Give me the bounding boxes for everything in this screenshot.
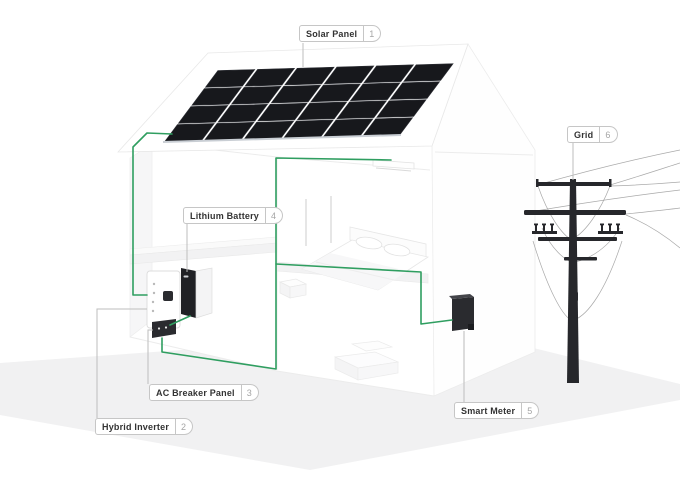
wire-solar-to-inverter xyxy=(132,132,173,296)
solar-cell xyxy=(363,64,415,84)
solar-cell xyxy=(177,105,229,124)
wire-battery-to-breaker xyxy=(169,315,191,326)
solar-cell xyxy=(376,99,427,118)
solar-cell xyxy=(257,102,308,122)
label-lithium-battery-num: 4 xyxy=(271,210,277,221)
label-smart-meter-text: Smart Meter xyxy=(455,403,523,418)
label-lithium-battery: Lithium Battery 4 xyxy=(183,207,284,224)
label-grid-num: 6 xyxy=(605,129,611,140)
label-hybrid-inverter-num: 2 xyxy=(181,421,187,432)
bed xyxy=(300,226,430,291)
label-lithium-battery-text: Lithium Battery xyxy=(184,208,267,223)
solar-cell xyxy=(336,100,388,120)
utility-pole xyxy=(523,149,680,383)
solar-cell xyxy=(349,82,401,102)
sofa xyxy=(333,340,400,381)
label-grid: Grid 6 xyxy=(567,126,618,143)
pole-crossarm xyxy=(524,179,626,301)
label-ac-breaker-panel-num: 3 xyxy=(246,387,252,398)
leader-hybrid-inverter xyxy=(96,308,147,418)
label-smart-meter: Smart Meter 5 xyxy=(454,402,540,419)
label-solar-panel-num: 1 xyxy=(369,28,375,39)
gable-eave-line xyxy=(434,151,534,156)
solar-cell xyxy=(217,103,269,123)
solar-cell xyxy=(244,67,296,87)
solar-cell xyxy=(323,65,375,85)
solar-cell xyxy=(270,84,322,104)
leader-ac-breaker xyxy=(147,329,153,384)
system-wiring xyxy=(132,132,453,370)
solar-cell xyxy=(284,66,335,86)
label-grid-text: Grid xyxy=(568,127,601,142)
leader-lines xyxy=(96,43,574,418)
label-hybrid-inverter-text: Hybrid Inverter xyxy=(96,419,177,434)
label-solar-panel-text: Solar Panel xyxy=(300,26,365,41)
floor-slab xyxy=(129,236,278,265)
label-solar-panel: Solar Panel 1 xyxy=(299,25,382,42)
wire-branch-to-meter xyxy=(275,263,453,325)
solar-cell xyxy=(204,69,256,88)
ceiling-light xyxy=(372,159,415,172)
inverter-display xyxy=(163,291,173,301)
solar-cell xyxy=(191,87,242,106)
pillow xyxy=(383,243,411,257)
floor-edge-right xyxy=(276,370,435,397)
label-smart-meter-num: 5 xyxy=(527,405,533,416)
breaker-box xyxy=(152,319,176,338)
label-hybrid-inverter: Hybrid Inverter 2 xyxy=(95,418,194,435)
power-line xyxy=(523,149,680,321)
ground-shadow xyxy=(0,330,680,470)
wire-breaker-to-house xyxy=(161,157,392,370)
smart-meter-unit xyxy=(449,294,474,331)
solar-cell xyxy=(296,101,348,121)
solar-cell xyxy=(230,85,282,105)
solar-cell xyxy=(310,83,361,103)
solar-cell xyxy=(389,81,441,100)
battery-unit xyxy=(181,267,213,319)
pillow xyxy=(355,236,383,250)
label-ac-breaker-panel-text: AC Breaker Panel xyxy=(150,385,242,400)
pole-insulator xyxy=(532,223,623,234)
solar-frame xyxy=(162,134,402,143)
label-ac-breaker-panel: AC Breaker Panel 3 xyxy=(149,384,259,401)
solar-cell xyxy=(403,63,454,82)
pole-trunk xyxy=(567,179,579,383)
solar-panel-array xyxy=(164,63,454,142)
nightstand xyxy=(278,278,308,299)
clothes-rack xyxy=(305,196,332,246)
inverter-unit xyxy=(146,270,181,330)
